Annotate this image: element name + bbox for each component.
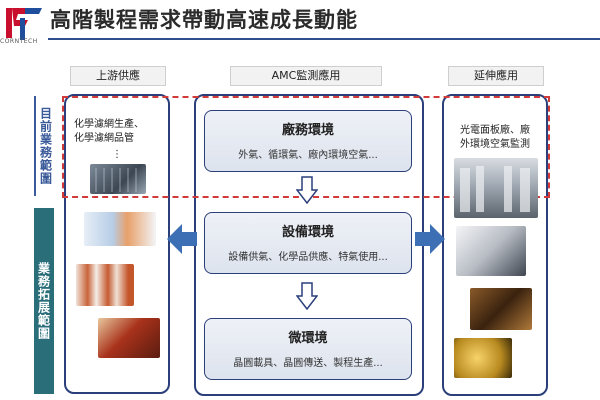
panel-description: 晶圓載具、晶圓傳送、製程生產... [233, 358, 383, 369]
panel-title: 廠務環境 [281, 123, 334, 138]
page-title: 高階製程需求帶動高速成長動能 [50, 8, 358, 32]
lab-glassware-photo [84, 212, 156, 246]
right-arrow-icon [415, 224, 445, 254]
panel-title: 微環境 [288, 331, 328, 346]
upstream-line-2: 化學濾網品管 [74, 133, 134, 144]
cleanroom-photo [454, 158, 538, 218]
down-arrow-icon [296, 282, 318, 310]
gas-sampling-tubes-photo [76, 264, 134, 306]
analysis-instrument-photo [98, 318, 160, 358]
upstream-column-box [64, 94, 170, 394]
side-label-current-scope: 目前業務範圍 [34, 96, 56, 196]
wafer-carrier-photo [470, 288, 532, 330]
upstream-description: 化學濾網生產、 化學濾網品管 [74, 118, 144, 146]
column-header-upstream: 上游供應 [70, 66, 166, 86]
extension-line-2: 外環境空氣監測 [460, 139, 530, 150]
vertical-ellipsis-icon: ⋮ [112, 149, 122, 160]
company-logo [6, 8, 42, 40]
extension-column-box [442, 94, 548, 396]
column-header-amc: AMC監測應用 [230, 66, 382, 86]
panel-description: 外氣、循環氣、廠內環境空氣... [238, 150, 378, 161]
extension-description: 光電面板廠、廠 外環境空氣監測 [450, 124, 540, 152]
left-arrow-icon [167, 224, 197, 254]
title-divider [48, 38, 600, 40]
logo-text: CORNTECH [0, 38, 38, 45]
cleanroom-image [460, 166, 530, 212]
upstream-line-1: 化學濾網生產、 [74, 119, 144, 130]
panel-facility-environment: 廠務環境 外氣、循環氣、廠內環境空氣... [204, 110, 412, 172]
extension-line-1: 光電面板廠、廠 [460, 125, 530, 136]
column-header-extension: 延伸應用 [448, 66, 544, 86]
chemical-filter-photo [90, 164, 146, 194]
panel-equipment-environment: 設備環境 設備供氣、化學品供應、特氣使用... [204, 212, 412, 274]
panel-title: 設備環境 [281, 225, 334, 240]
panel-micro-environment: 微環境 晶圓載具、晶圓傳送、製程生產... [204, 318, 412, 380]
wafer-photo [454, 338, 512, 378]
monitoring-equipment-photo [456, 226, 526, 276]
down-arrow-icon [296, 176, 318, 204]
side-label-expansion-scope: 業務拓展範圍 [34, 208, 54, 394]
panel-description: 設備供氣、化學品供應、特氣使用... [228, 252, 388, 263]
filter-grid-image [95, 168, 137, 192]
